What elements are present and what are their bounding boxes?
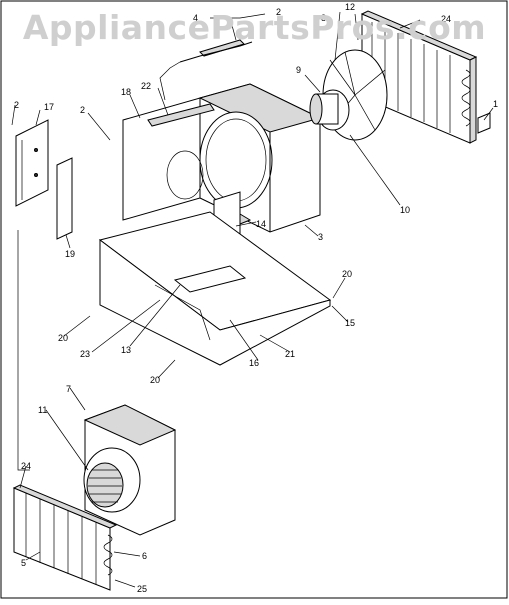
callout-7: 7 [66,384,71,394]
callout-14: 14 [256,219,266,229]
callout-22: 22 [141,81,151,91]
top-brace [199,39,245,57]
callout-20-left: 20 [58,333,68,343]
fan-motor [309,89,350,131]
callout-1: 1 [493,99,498,109]
callout-4: 4 [193,13,198,23]
callout-20-bottom: 20 [150,375,160,385]
callout-16: 16 [249,358,259,368]
side-panel [15,119,49,207]
callout-24-top: 24 [441,14,451,24]
evaporator-coil [12,484,118,591]
callout-labels: 2 4 12 24 8 9 1 22 18 2 17 2 10 14 19 3 … [14,2,498,594]
callout-23: 23 [80,349,90,359]
callout-10: 10 [400,205,410,215]
callout-11: 11 [38,405,47,415]
callout-18: 18 [121,87,131,97]
callout-3: 3 [318,232,323,242]
callout-13: 13 [121,345,131,355]
leader-lines [11,11,494,588]
callout-24-bottom: 24 [21,461,31,471]
callout-20-right: 20 [342,269,352,279]
bracket-1 [477,112,491,134]
gasket-strip [56,157,73,240]
condenser-coil [360,10,478,144]
callout-15: 15 [345,318,355,328]
callout-21: 21 [285,349,295,359]
callout-2-mid: 2 [80,105,85,115]
callout-17: 17 [44,102,54,112]
callout-12: 12 [345,2,355,12]
partition-panel [122,97,215,221]
callout-19: 19 [65,249,75,259]
callout-8-top: 8 [321,13,326,23]
callout-5: 5 [21,558,26,568]
base-pan [98,211,332,366]
callout-25: 25 [137,584,147,594]
callout-6: 6 [142,551,147,561]
callout-2-top: 2 [276,7,281,17]
callout-9: 9 [296,65,301,75]
callout-2-left: 2 [14,100,19,110]
blower-wheel [86,462,124,508]
